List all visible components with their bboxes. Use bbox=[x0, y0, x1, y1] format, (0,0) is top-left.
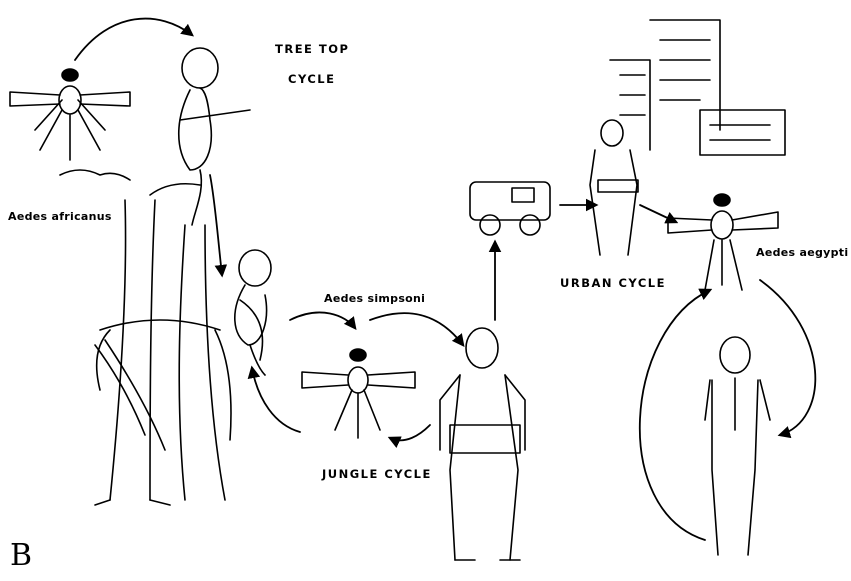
label-aedes-aegypti: Aedes aegypti bbox=[756, 246, 848, 259]
label-urban-cycle: URBAN CYCLE bbox=[560, 276, 666, 290]
mosquito-aedes-simpsoni bbox=[302, 349, 415, 438]
person-aegypti-cycle bbox=[705, 337, 770, 555]
label-tree-top-line2: CYCLE bbox=[288, 72, 335, 86]
label-jungle-cycle: JUNGLE CYCLE bbox=[322, 467, 432, 481]
buildings bbox=[610, 20, 785, 155]
label-aedes-simpsoni: Aedes simpsoni bbox=[324, 292, 425, 305]
label-tree-top-line1: TREE TOP bbox=[275, 42, 349, 56]
panel-letter: B bbox=[10, 538, 32, 573]
mosquito-aedes-africanus bbox=[10, 69, 130, 160]
person-urban bbox=[590, 120, 638, 255]
mosquito-aedes-aegypti bbox=[668, 194, 778, 290]
label-aedes-africanus: Aedes africanus bbox=[8, 210, 112, 223]
person-jungle bbox=[440, 328, 525, 560]
truck bbox=[470, 182, 550, 235]
